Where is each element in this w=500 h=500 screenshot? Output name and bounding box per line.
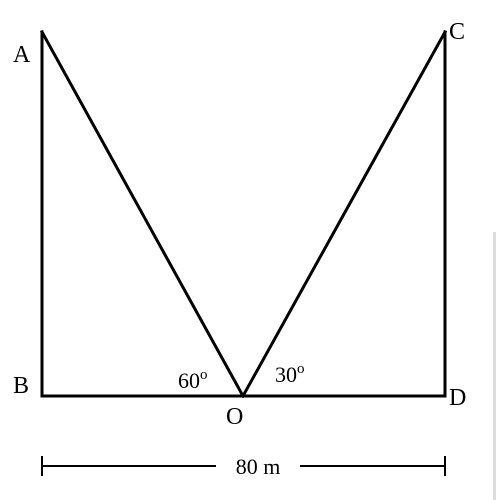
angle-right-value: 30 bbox=[275, 362, 297, 387]
edge-artifact-line bbox=[493, 232, 496, 500]
dimension-label: 80 m bbox=[236, 454, 281, 479]
point-label-b: B bbox=[13, 373, 29, 399]
segment-co bbox=[240, 29, 448, 399]
angle-label-left: 60o bbox=[178, 367, 208, 393]
angle-right-degree: o bbox=[297, 361, 305, 377]
angle-label-right: 30o bbox=[275, 361, 305, 387]
angle-left-degree: o bbox=[200, 367, 208, 383]
point-label-c: C bbox=[449, 19, 465, 45]
point-label-a: A bbox=[13, 42, 31, 68]
segment-ao bbox=[39, 29, 246, 399]
angle-left-value: 60 bbox=[178, 368, 200, 393]
point-label-o: O bbox=[226, 404, 243, 430]
point-label-d: D bbox=[449, 385, 466, 411]
